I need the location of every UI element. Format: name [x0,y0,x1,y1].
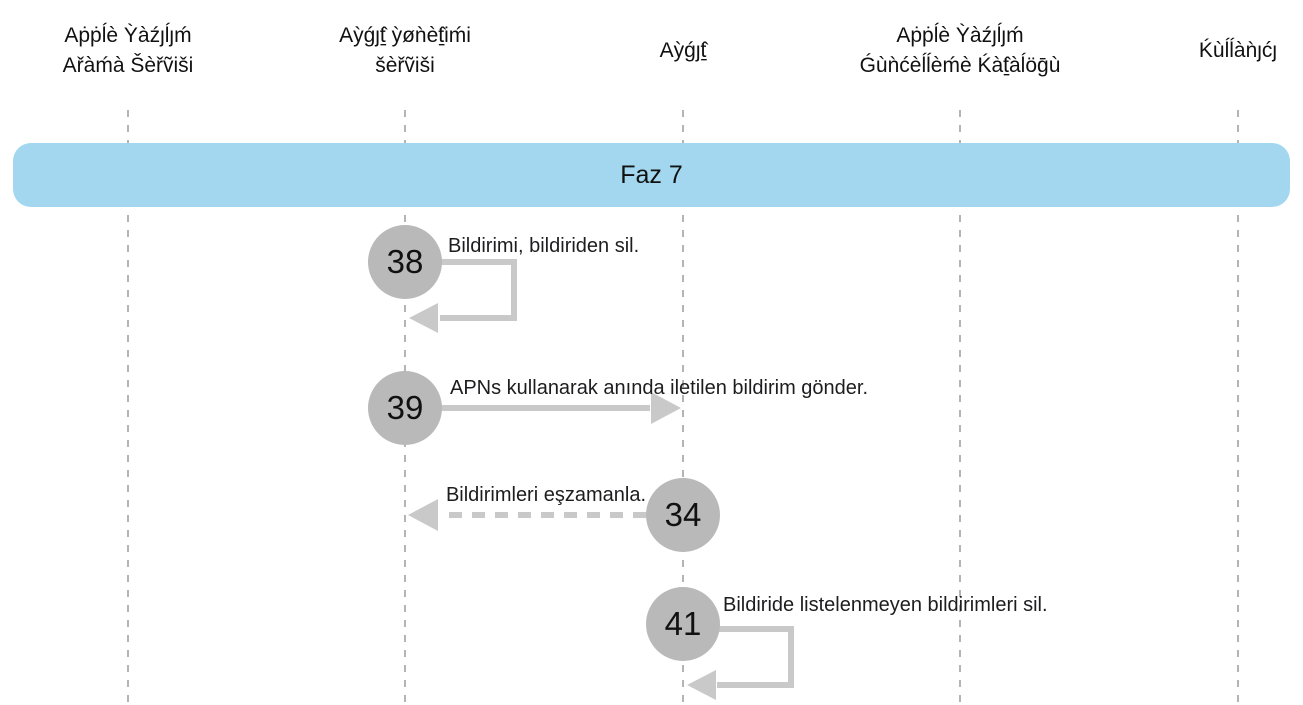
step-label-34: Bildirimleri eşzamanla. [445,484,646,506]
arrowhead-left-icon [409,303,438,333]
lifeline-header-apple-software-update-catalog: Aṗṗĺè Ỳàźȷĺȷḿ Ǵùǹćèĺĺèḿè Ḱàṯ̂àĺöḡù [859,24,1061,77]
phase-banner: Faz 7 [13,143,1290,207]
arrowhead-left-icon [408,499,438,531]
step-label-38: Bildirimi, bildiriden sil. [448,235,640,257]
step-label-39: APNs kullanarak anında iletilen bildirim… [450,377,869,399]
lifeline-header-apple-software-lookup-service: Aṗṗĺè Ỳàźȷĺȷḿ Ařàḿà Šèřṽiši [62,24,194,77]
step-circle-39: 39 [368,371,442,445]
lifeline-header-device-management-service: Aỳǵȷṯ̂ ỳøǹèṯ̂iḿi šèřṽiši [339,24,471,77]
self-loop-line-step-41 [683,626,794,688]
arrowhead-right-icon [651,392,681,424]
self-loop-line-step-38 [405,259,517,321]
arrows-group [405,259,794,688]
phase-banner-label: Faz 7 [620,160,683,189]
step-circle-41: 41 [646,587,720,661]
step-circle-34: 34 [646,478,720,552]
lifeline-header-device: Aỳǵȷṯ̂ [659,39,707,62]
arrowheads-group [408,303,716,700]
step-circle-38: 38 [368,225,442,299]
lifeline-header-user: Ḱùĺĺàǹȷćȷ [1198,39,1278,62]
arrowhead-left-icon [687,670,716,700]
step-label-41: Bildiride listelenmeyen bildirimleri sil… [723,594,1048,616]
